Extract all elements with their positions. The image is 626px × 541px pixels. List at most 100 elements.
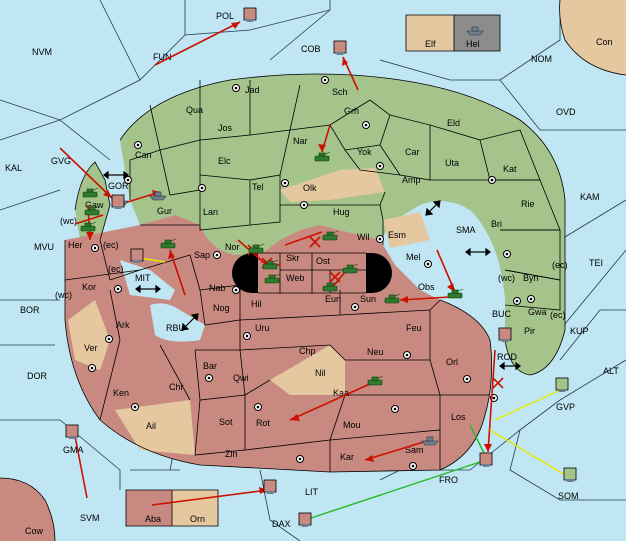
army-units[interactable] xyxy=(80,151,464,386)
supply-center-mou xyxy=(391,405,399,413)
convoy-dax-fro xyxy=(304,461,481,521)
move-gvg-gaw xyxy=(59,147,113,199)
sea-mvu: MVU xyxy=(34,242,54,252)
label-obs: Obs xyxy=(418,282,435,292)
passage-sma-east-arrow xyxy=(465,247,491,257)
aba-orn-border xyxy=(125,489,219,527)
sea-rbu-inlet xyxy=(150,303,205,342)
label-rie: Rie xyxy=(521,199,535,209)
move-sam-kar xyxy=(364,439,431,461)
unit-lit[interactable] xyxy=(263,479,277,494)
label-ost: Ost xyxy=(316,256,331,266)
fleet-gur[interactable] xyxy=(149,191,167,201)
sea-som: SOM xyxy=(558,491,579,501)
unit-mit[interactable] xyxy=(130,248,144,263)
label-tel: Tel xyxy=(252,182,264,192)
supply-center-nab xyxy=(232,286,240,294)
passage-mit-arrow xyxy=(135,284,161,294)
supply-center-her xyxy=(91,244,99,252)
army-gaw[interactable] xyxy=(82,187,99,198)
sea-nom: NOM xyxy=(531,54,552,64)
label-cow: Cow xyxy=(25,526,44,536)
land-elf[interactable] xyxy=(406,15,454,51)
label-nar: Nar xyxy=(293,136,308,146)
label-chp: Chp xyxy=(299,346,316,356)
army-eun[interactable] xyxy=(322,281,339,292)
label-wil: Wil xyxy=(357,232,370,242)
supply-center-uru xyxy=(243,332,251,340)
label-feu: Feu xyxy=(406,323,422,333)
support-som-los xyxy=(489,429,566,476)
fleet-sam[interactable] xyxy=(421,436,439,446)
label-nab: Nab xyxy=(209,283,226,293)
move-obs-sun xyxy=(399,296,451,301)
label-nil: Nil xyxy=(315,368,326,378)
land-ail[interactable] xyxy=(115,400,195,455)
label-amp: Amp xyxy=(402,175,421,185)
army-wil[interactable] xyxy=(322,230,339,241)
unit-pol[interactable] xyxy=(243,7,257,22)
sea-kal: KAL xyxy=(5,163,22,173)
unit-gma[interactable] xyxy=(65,424,79,439)
coast-byn-ec: (ec) xyxy=(552,260,568,270)
land-esm[interactable] xyxy=(383,212,430,248)
fleet-hel[interactable] xyxy=(466,26,484,36)
label-uru: Uru xyxy=(255,323,270,333)
supply-center-kat xyxy=(488,176,496,184)
army-ost[interactable] xyxy=(342,263,359,274)
label-chr: Chr xyxy=(169,382,184,392)
label-con: Con xyxy=(596,37,613,47)
unit-cob[interactable] xyxy=(333,40,347,55)
label-sun: Sun xyxy=(360,294,376,304)
label-sap: Sap xyxy=(194,250,210,260)
supply-center-grh xyxy=(362,121,370,129)
support-gvp-los xyxy=(494,389,561,421)
green-region[interactable] xyxy=(120,74,565,375)
army-her[interactable] xyxy=(80,221,97,232)
sea-rod: ROD xyxy=(497,352,518,362)
label-uta: Uta xyxy=(445,158,459,168)
con-border xyxy=(559,0,626,76)
army-nar[interactable] xyxy=(314,151,331,162)
move-aba-lit xyxy=(151,489,269,506)
land-aba[interactable] xyxy=(126,490,172,526)
arrowhead-los xyxy=(484,444,492,452)
land-con[interactable] xyxy=(559,0,626,75)
land-ver[interactable] xyxy=(68,300,110,370)
label-hug: Hug xyxy=(333,207,350,217)
unit-gor[interactable] xyxy=(111,194,125,209)
army-gaw-2[interactable] xyxy=(84,205,101,216)
unit-gvp[interactable] xyxy=(555,377,569,392)
boxed-units[interactable] xyxy=(65,7,577,527)
land-cow[interactable] xyxy=(0,478,55,541)
unit-buc[interactable] xyxy=(498,327,512,342)
move-rod-los xyxy=(487,349,496,453)
units[interactable] xyxy=(65,7,577,527)
supply-center-gor xyxy=(124,176,132,184)
coast-her-ec: (ec) xyxy=(103,240,119,250)
unit-dax[interactable] xyxy=(298,512,312,527)
coast-gaw-wc: (wc) xyxy=(60,216,77,226)
army-skr[interactable] xyxy=(262,259,279,270)
label-aba: Aba xyxy=(145,514,161,524)
label-can: Can xyxy=(135,150,152,160)
sea-kam: KAM xyxy=(580,192,600,202)
land-olk[interactable] xyxy=(280,168,385,202)
army-web[interactable] xyxy=(264,273,281,284)
label-elf: Elf xyxy=(425,39,436,49)
army-kaa[interactable] xyxy=(367,375,384,386)
passage-gor-arrow xyxy=(103,170,129,180)
land-nil[interactable] xyxy=(270,345,345,395)
army-nor[interactable] xyxy=(248,243,265,254)
arrowhead-sap xyxy=(168,250,175,259)
label-gor: GOR xyxy=(108,181,129,191)
army-obs[interactable] xyxy=(447,288,464,299)
army-sun[interactable] xyxy=(384,293,401,304)
land-orn[interactable] xyxy=(172,490,218,526)
unit-som[interactable] xyxy=(563,467,577,482)
army-sap[interactable] xyxy=(160,238,177,249)
label-esm: Esm xyxy=(388,230,406,240)
label-gur: Gur xyxy=(157,206,172,216)
unit-fro[interactable] xyxy=(479,452,493,467)
